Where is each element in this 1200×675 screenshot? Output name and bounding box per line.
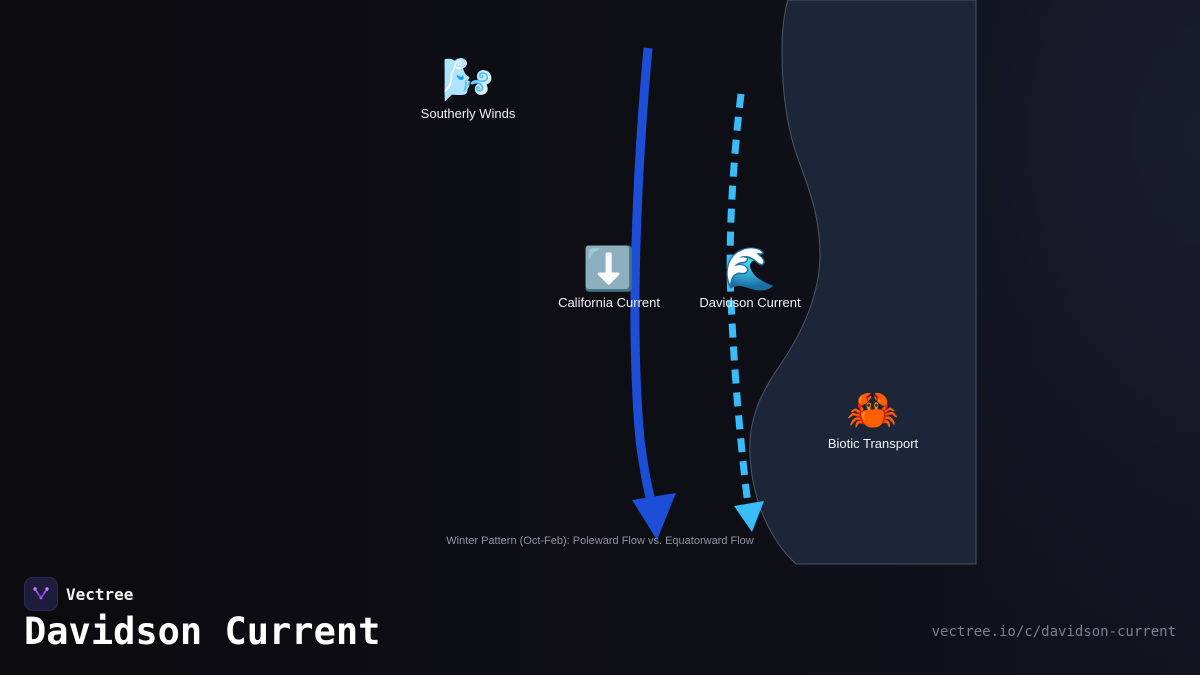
- crab-icon: 🦀: [846, 385, 900, 434]
- node-davidson-current: 🌊 Davidson Current: [699, 244, 801, 311]
- brand[interactable]: Vectree: [24, 577, 133, 611]
- diagram-caption: Winter Pattern (Oct-Feb): Poleward Flow …: [446, 535, 754, 547]
- california-current-arrowhead: [632, 493, 676, 540]
- coastline-landmass: [749, 0, 977, 565]
- california-current-arrow: [630, 47, 656, 502]
- node-label-davidson-current: Davidson Current: [699, 295, 801, 310]
- page-title: Davidson Current: [24, 610, 381, 653]
- node-label-southerly-winds: Southerly Winds: [420, 106, 516, 121]
- vectree-logo-icon: [24, 577, 58, 611]
- node-label-biotic-transport: Biotic Transport: [827, 436, 919, 451]
- source-url-link[interactable]: vectree.io/c/davidson-current: [931, 624, 1176, 640]
- node-southerly-winds: 🌬️ Southerly Winds: [420, 55, 516, 122]
- davidson-current-arrow: [726, 93, 752, 506]
- davidson-current-arrowhead: [734, 501, 764, 532]
- wind-icon: 🌬️: [441, 55, 495, 104]
- node-biotic-transport: 🦀 Biotic Transport: [827, 385, 919, 452]
- node-label-california-current: California Current: [558, 295, 660, 310]
- down-arrow-icon: ⬇️: [582, 244, 636, 293]
- brand-name: Vectree: [66, 584, 134, 604]
- node-california-current: ⬇️ California Current: [558, 244, 660, 311]
- wave-icon: 🌊: [723, 244, 777, 293]
